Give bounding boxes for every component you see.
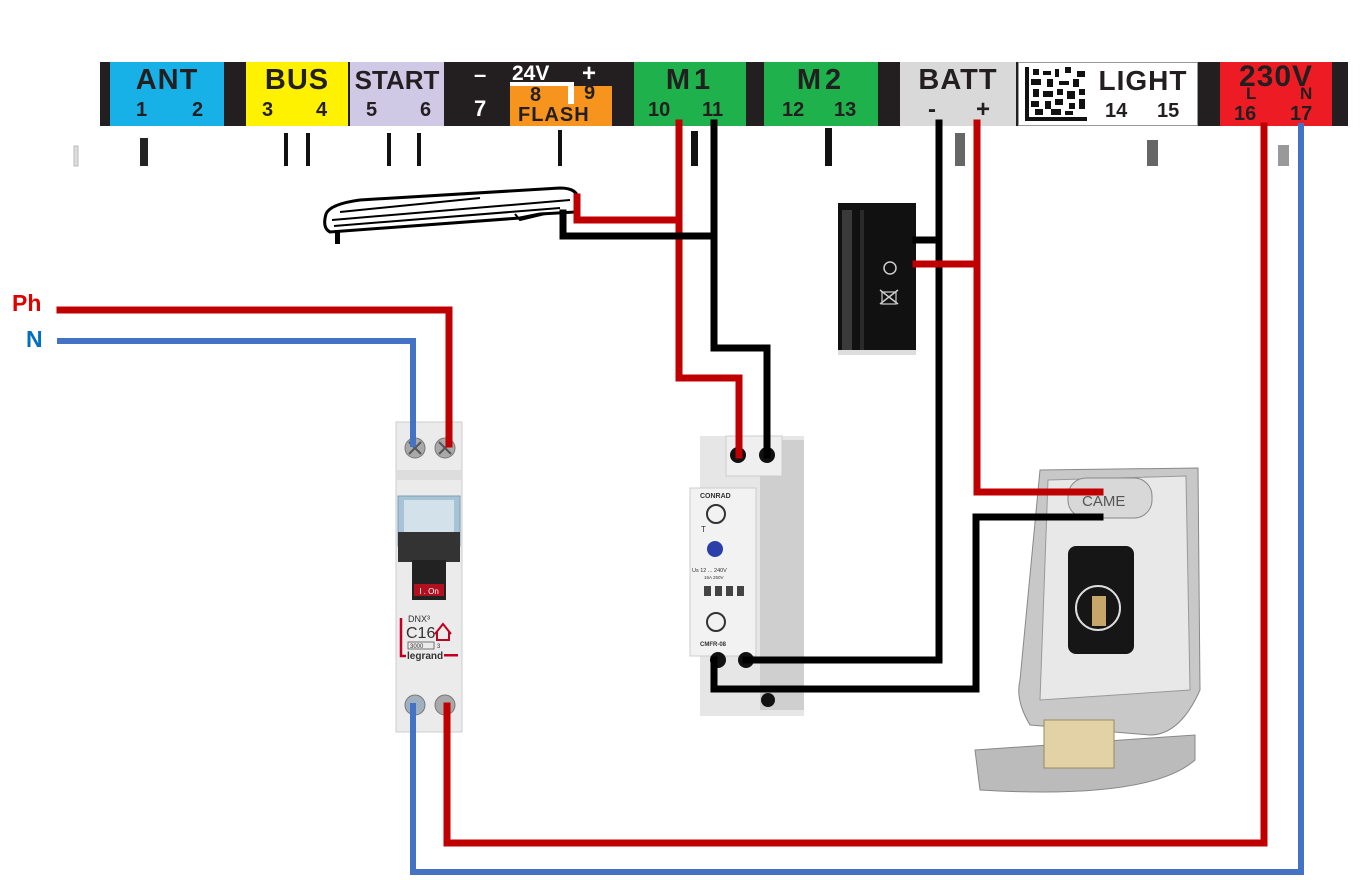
terminal-block-230v: 230V L N 16 17 <box>1220 60 1332 126</box>
qr-code-icon <box>1025 67 1087 121</box>
minus-sign: – <box>474 62 487 87</box>
terminal-number: 12 <box>782 99 805 121</box>
wire-batt-minus <box>742 119 943 664</box>
terminal-number: 11 <box>702 99 724 121</box>
terminal-block-bus: BUS 3 4 <box>246 62 348 126</box>
terminal-block-batt: BATT - + <box>900 62 1016 126</box>
plus-sign: + <box>582 60 597 87</box>
time-dial[interactable] <box>707 541 723 557</box>
terminal-block-m1: M1 10 11 <box>634 62 746 126</box>
pin <box>417 133 421 166</box>
terminal-minus: - <box>928 96 936 123</box>
wire-neutral-in <box>57 338 416 447</box>
lock-brand: CAME <box>1082 493 1125 510</box>
recycle-icon <box>883 261 897 275</box>
flash-label: FLASH <box>518 104 590 126</box>
terminal-number: 4 <box>316 99 328 121</box>
relay-brand: CONRAD <box>700 493 731 500</box>
pin <box>1278 145 1289 166</box>
terminal-number: 5 <box>366 99 378 121</box>
on-indicator <box>414 584 444 596</box>
pin <box>140 138 148 166</box>
block-label: M2 <box>796 64 846 96</box>
pin <box>558 130 562 166</box>
terminal-number: 13 <box>834 99 857 121</box>
pin <box>1147 140 1158 166</box>
terminal-number: 16 <box>1234 103 1257 125</box>
dial-label: T <box>701 525 706 534</box>
terminal-number: 6 <box>420 99 432 121</box>
wire-lock-black <box>710 513 1104 693</box>
terminal-block-ant: ANT 1 2 <box>110 62 224 126</box>
wire-m1-10 <box>675 119 743 459</box>
terminal-number: 2 <box>192 99 204 121</box>
terminal-number: 3 <box>262 99 274 121</box>
pin <box>825 128 832 166</box>
terminal-number: 15 <box>1157 100 1180 122</box>
switch-text: I . On <box>419 587 439 596</box>
flashing-light <box>323 186 580 244</box>
block-label: BUS <box>264 64 330 96</box>
terminal-plus: + <box>976 96 991 123</box>
relay-voltage: Us 12 ... 240V <box>692 568 727 574</box>
block-label: 230V <box>1238 60 1314 93</box>
block-label: BATT <box>918 64 998 96</box>
neutral-label: N <box>26 326 43 352</box>
wire-batt-plus <box>973 119 1104 496</box>
terminal-pins <box>73 128 1289 167</box>
pin <box>73 145 79 167</box>
live-label: L <box>1246 84 1257 103</box>
wires <box>56 119 1304 875</box>
terminal-number: 17 <box>1290 103 1313 125</box>
wire-neutral-to-17 <box>410 123 1304 875</box>
block-label: LIGHT <box>1098 65 1188 96</box>
terminal-number: 1 <box>136 99 148 121</box>
wire-phase-in <box>56 306 453 448</box>
block-label: M1 <box>665 64 715 96</box>
wire-flash-red <box>573 193 683 224</box>
terminal-block-m2: M2 12 13 <box>764 62 878 126</box>
relay-rating: 16A 250V <box>704 575 724 580</box>
breaker-class: 3 <box>437 644 441 650</box>
terminal-number: 9 <box>584 82 596 104</box>
terminal-block-light: LIGHT 14 15 <box>1018 62 1198 126</box>
key-ring <box>1075 585 1121 631</box>
wire-phase-to-16 <box>443 122 1268 847</box>
circuit-breaker: I . On DNX³ C16 3000 3 legrand <box>395 421 463 733</box>
electric-lock: CAME <box>974 467 1201 793</box>
pin <box>306 133 310 166</box>
house-icon <box>434 622 452 641</box>
neutral-label: N <box>1300 84 1313 103</box>
pin <box>955 133 965 166</box>
terminal-block-24v-flash: – 24V + 7 8 9 FLASH <box>462 60 612 126</box>
key-icon <box>1092 596 1106 626</box>
pin <box>284 133 288 166</box>
battery <box>838 203 916 355</box>
breaker-brand: legrand <box>407 651 443 662</box>
wire-flash-black <box>559 209 718 240</box>
block-label: 24V <box>512 62 550 85</box>
phase-label: Ph <box>12 290 42 316</box>
block-label: START <box>354 65 440 95</box>
pin <box>691 131 698 166</box>
breaker-series: DNX³ <box>408 614 430 624</box>
timer-relay: CONRAD T Us 12 ... 240V 16A 250V CMFR-08 <box>689 435 804 716</box>
terminal-strip: ANT 1 2 BUS 3 4 START 5 6 – 24V + 7 8 9 <box>100 60 1348 126</box>
relay-model: CMFR-08 <box>700 642 727 648</box>
terminal-number: 7 <box>474 96 487 121</box>
breaker-rating: C16 <box>406 625 435 642</box>
terminal-number: 10 <box>648 99 671 121</box>
breaker-capacity: 3000 <box>410 644 424 650</box>
pin <box>387 133 391 166</box>
terminal-number: 14 <box>1105 100 1128 122</box>
terminal-number: 8 <box>530 84 542 106</box>
block-label: ANT <box>135 64 199 96</box>
terminal-block-start: START 5 6 <box>350 62 444 126</box>
